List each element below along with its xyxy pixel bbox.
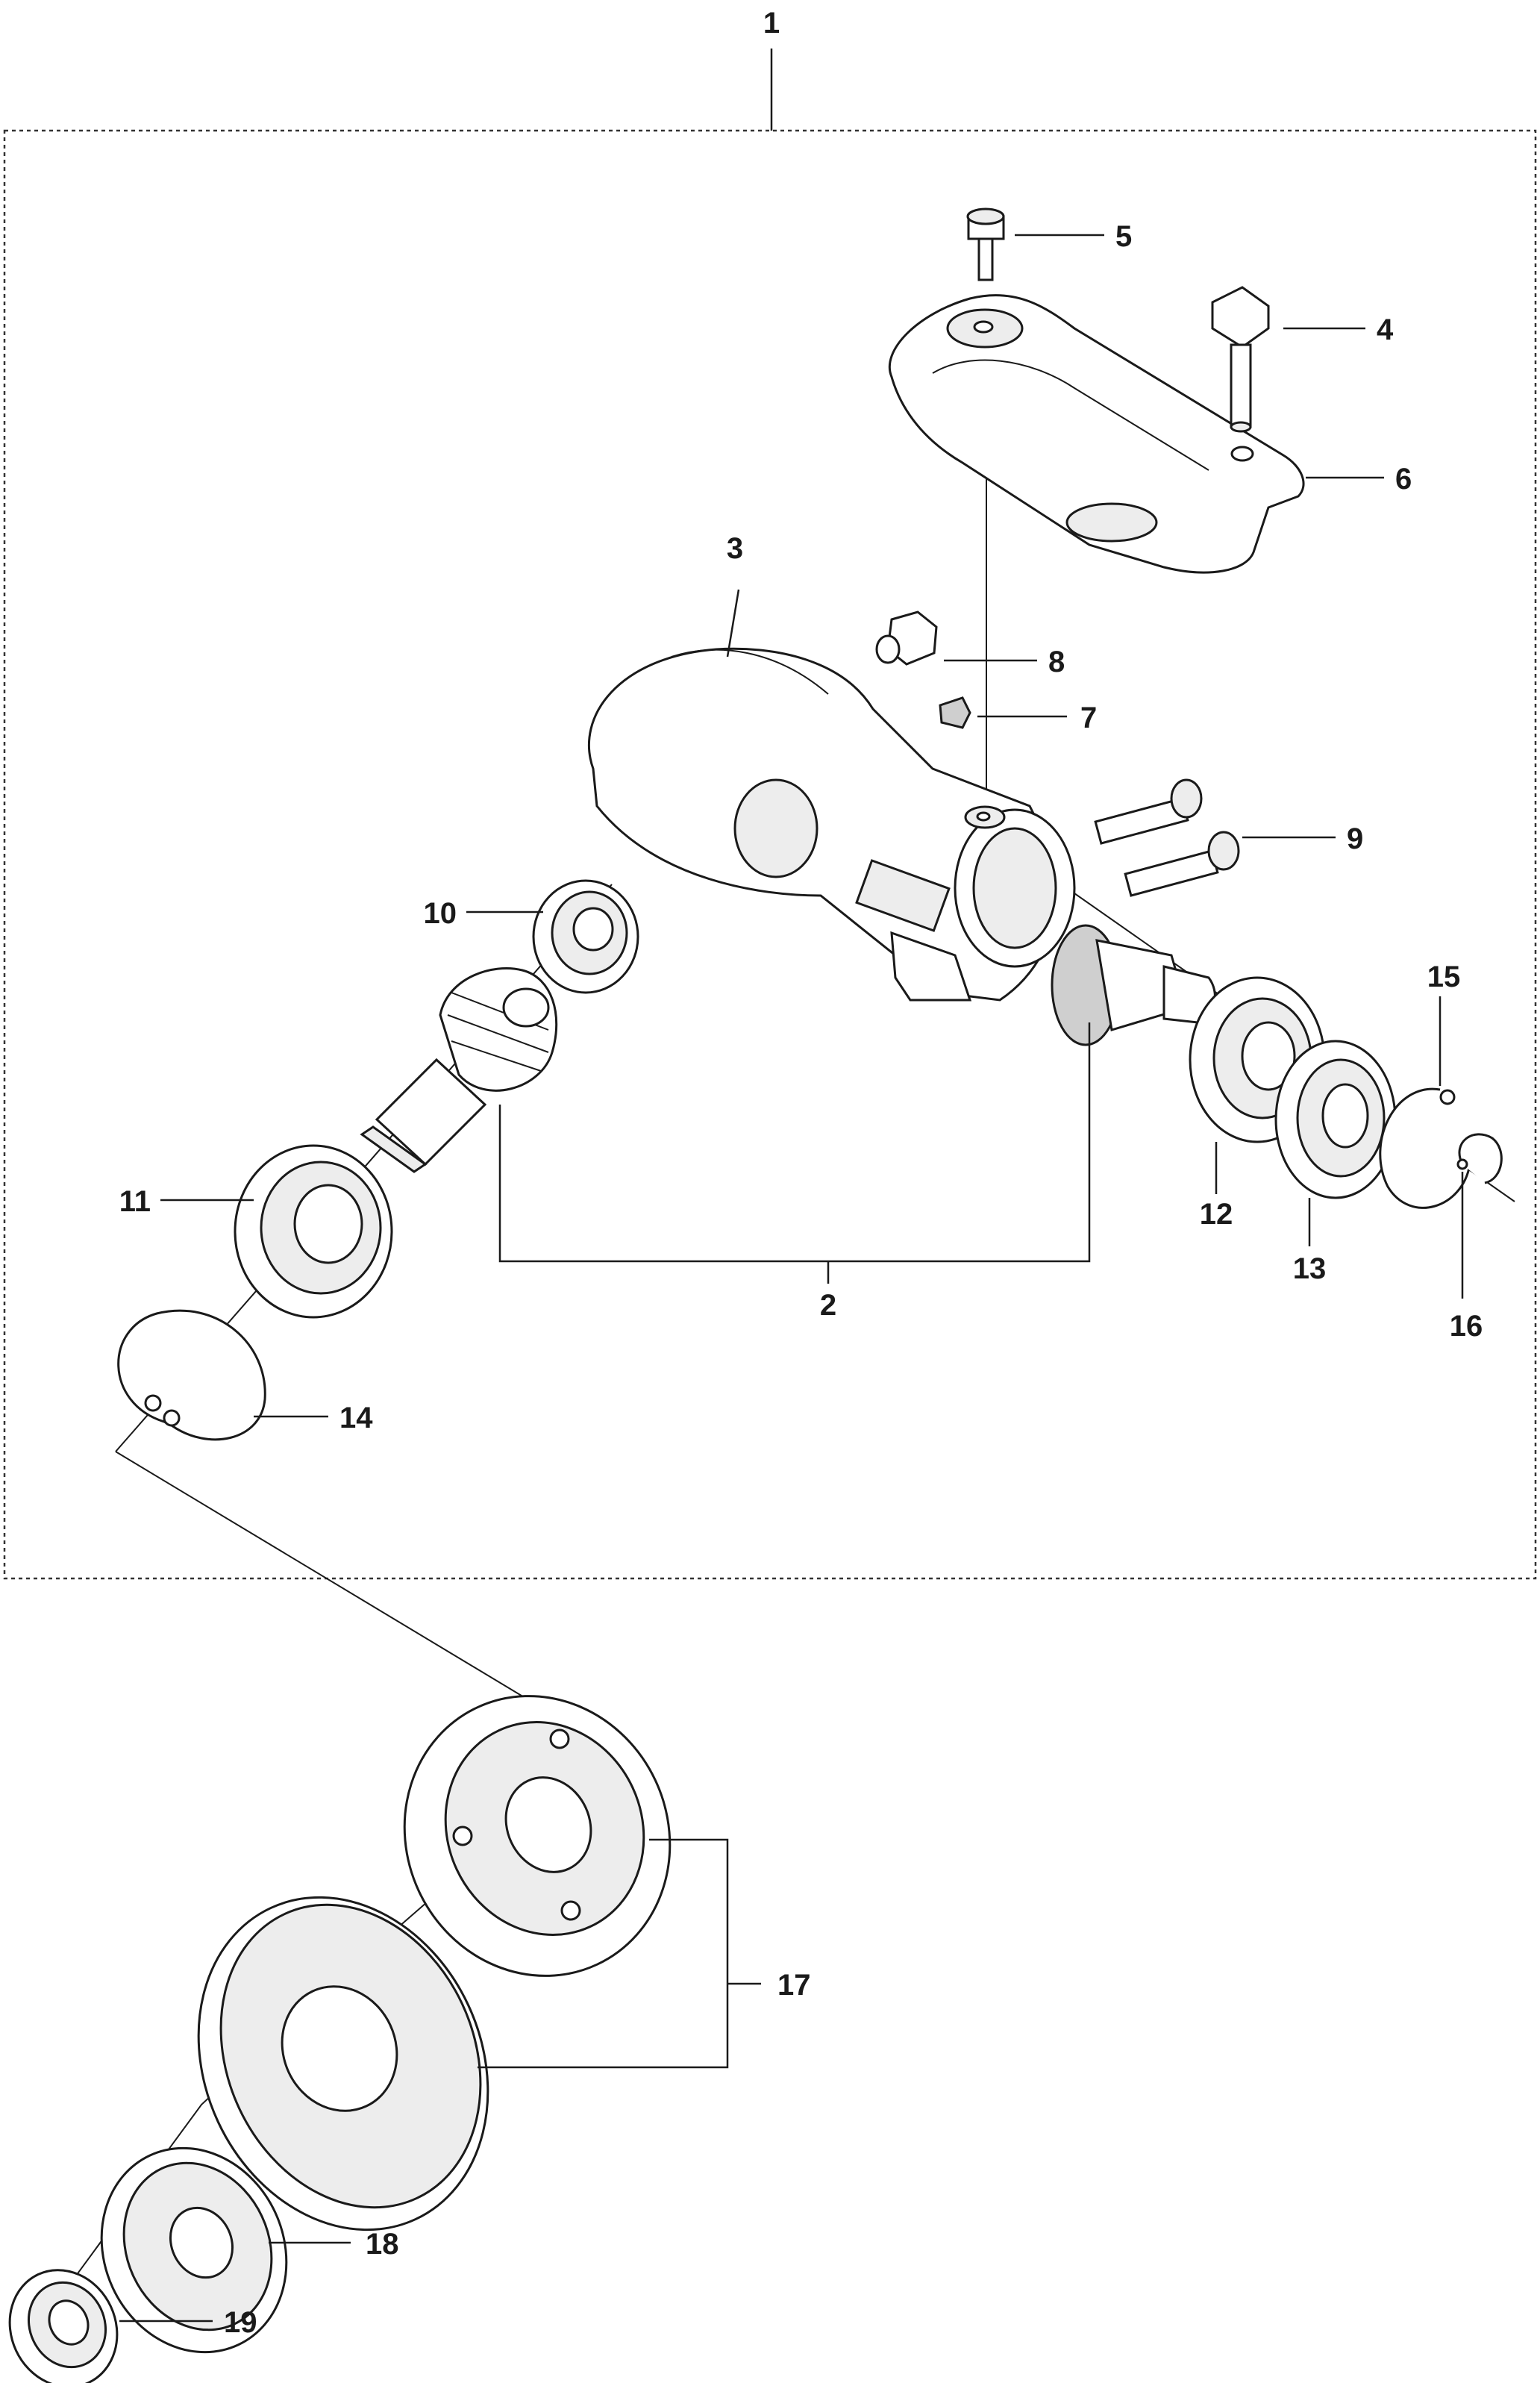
callout-18: 18 bbox=[366, 2228, 399, 2261]
callout-15: 15 bbox=[1427, 961, 1461, 993]
part-4-pin bbox=[1211, 286, 1270, 433]
assembly-1-boundary bbox=[3, 129, 1537, 1580]
callout-3: 3 bbox=[727, 532, 743, 565]
part-10-bearing bbox=[532, 879, 639, 994]
part-15-circlip bbox=[1379, 1087, 1471, 1209]
part-19-nut bbox=[8, 2269, 119, 2383]
part-17-support-cup bbox=[197, 1896, 489, 2231]
part-8-plug bbox=[875, 610, 938, 666]
callout-12: 12 bbox=[1200, 1198, 1233, 1231]
part-5-screw bbox=[966, 207, 1005, 281]
part-7-key bbox=[939, 696, 971, 729]
part-2-pinion-gear bbox=[360, 967, 558, 1173]
part-13-bearing bbox=[1274, 1040, 1397, 1199]
callout-5: 5 bbox=[1115, 220, 1132, 253]
part-2-bracket bbox=[498, 1022, 1091, 1263]
callout-19: 19 bbox=[224, 2306, 257, 2339]
part-14-circlip bbox=[117, 1309, 266, 1441]
callout-6: 6 bbox=[1395, 463, 1412, 496]
callout-9: 9 bbox=[1347, 822, 1363, 855]
callout-17: 17 bbox=[777, 1969, 811, 2002]
callout-13: 13 bbox=[1293, 1252, 1327, 1285]
part-11-bearing bbox=[234, 1144, 393, 1319]
part-16-snap-ring bbox=[1456, 1133, 1503, 1184]
part-3-gear-housing bbox=[588, 647, 1076, 1002]
callout-14: 14 bbox=[339, 1402, 373, 1434]
callout-4: 4 bbox=[1377, 313, 1394, 346]
callout-1: 1 bbox=[763, 7, 780, 40]
callout-8: 8 bbox=[1048, 646, 1065, 678]
callout-7: 7 bbox=[1080, 702, 1097, 734]
callout-16: 16 bbox=[1450, 1310, 1483, 1343]
callout-3-leader bbox=[726, 589, 740, 658]
part-9-bolts bbox=[1094, 778, 1240, 897]
callout-10: 10 bbox=[424, 897, 457, 930]
part-2-output-shaft bbox=[1051, 924, 1216, 1046]
part-18-flange bbox=[100, 2146, 288, 2354]
part-17-bracket bbox=[478, 1838, 729, 2069]
part-17-flange-upper bbox=[403, 1695, 672, 1977]
callout-11: 11 bbox=[119, 1185, 151, 1218]
part-6-clamp-bracket bbox=[888, 294, 1305, 574]
callout-2: 2 bbox=[820, 1289, 836, 1322]
